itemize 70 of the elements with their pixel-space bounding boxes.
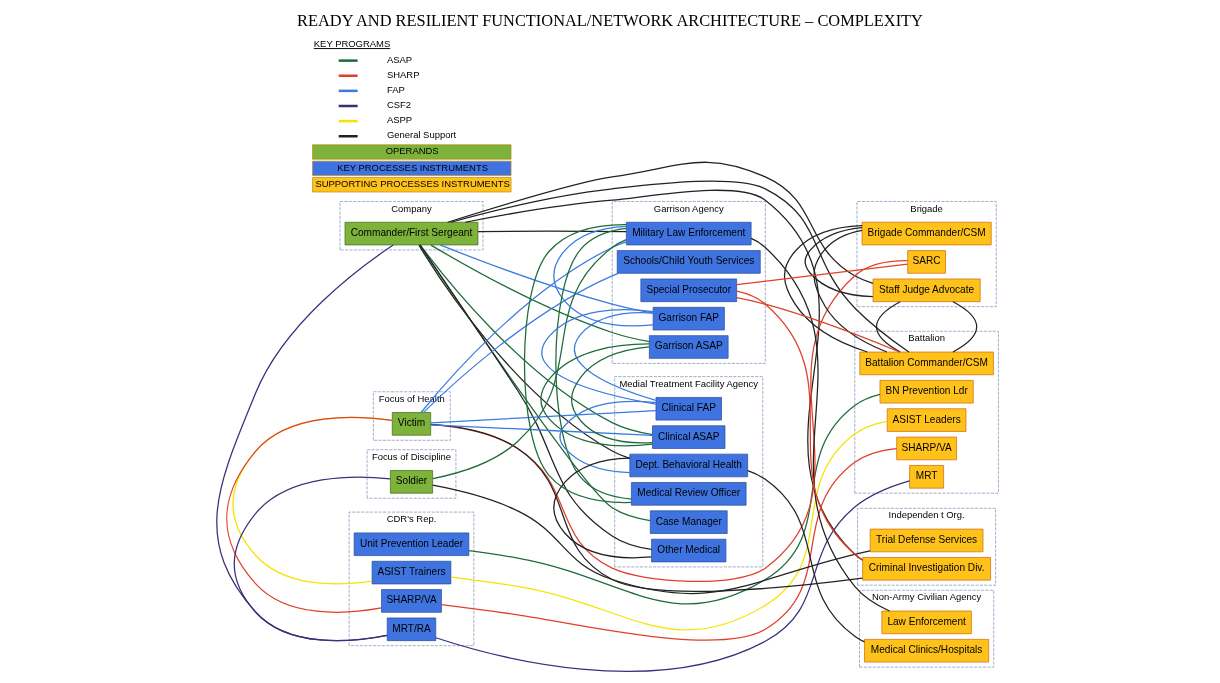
connector bbox=[804, 227, 874, 298]
label: KEY PROGRAMS bbox=[313, 38, 391, 50]
node-box: Medical Clinics/Hospitals bbox=[864, 639, 990, 663]
diagram-title: READY AND RESILIENT FUNCTIONAL/NETWORK ARCHITECTURE – COMPLEXITY bbox=[297, 11, 923, 31]
node-box: Garrison FAP bbox=[652, 306, 725, 331]
connector bbox=[750, 237, 891, 612]
node-box: BN Prevention Ldr bbox=[879, 380, 974, 404]
node-box: Military Law Enforcement bbox=[626, 221, 752, 246]
node-box: SHARP/VA bbox=[381, 589, 442, 613]
node-box: ASIST Leaders bbox=[886, 408, 967, 432]
node-box: ASIST Trainers bbox=[371, 560, 452, 585]
node-box: Schools/Child Youth Services bbox=[616, 250, 761, 274]
connector bbox=[553, 457, 652, 559]
legend-label: KEY PROCESSES INSTRUMENTS bbox=[337, 161, 488, 173]
connector bbox=[422, 272, 620, 413]
node-box: Special Prosecutor bbox=[640, 278, 737, 303]
connector bbox=[468, 393, 881, 605]
connector bbox=[233, 476, 391, 642]
node-box: Law Enforcement bbox=[881, 610, 972, 635]
node-box: Clinical ASAP bbox=[652, 425, 726, 449]
node-box: Trial Defense Services bbox=[869, 528, 984, 553]
connector bbox=[447, 161, 874, 285]
connector bbox=[736, 297, 901, 353]
node-box: Criminal Investigation Div. bbox=[862, 557, 991, 581]
legend-label: SHARP bbox=[386, 68, 420, 80]
connector bbox=[540, 343, 654, 447]
connector bbox=[450, 180, 910, 353]
node-box: MRT/RA bbox=[386, 617, 437, 642]
connector bbox=[432, 239, 627, 480]
node-box: SARC bbox=[907, 250, 946, 274]
connector bbox=[419, 244, 653, 436]
connector bbox=[783, 225, 888, 353]
legend-label: ASAP bbox=[386, 53, 413, 65]
legend-label: ASPP bbox=[386, 114, 413, 126]
connector bbox=[430, 260, 909, 582]
node-box: Dept. Behavioral Health bbox=[629, 453, 749, 478]
connector bbox=[523, 223, 632, 504]
node-box: Garrison ASAP bbox=[649, 335, 729, 359]
legend-label: FAP bbox=[386, 84, 405, 96]
node-box: Clinical FAP bbox=[655, 397, 722, 421]
legend-label: CSF2 bbox=[386, 99, 412, 111]
legend-label: SUPPORTING PROCESSES INSTRUMENTS bbox=[315, 177, 510, 189]
legend-label: General Support bbox=[386, 129, 457, 141]
connector bbox=[541, 309, 657, 405]
connector bbox=[553, 225, 654, 327]
node-box: SHARP/VA bbox=[896, 436, 957, 461]
node-box: Battalion Commander/CSM bbox=[859, 351, 994, 376]
node-box: Medical Review Officer bbox=[631, 482, 747, 506]
node-box: Victim bbox=[391, 412, 432, 436]
connector bbox=[736, 290, 864, 561]
connector bbox=[477, 230, 627, 233]
connector bbox=[430, 244, 650, 343]
node-box: Other Medical bbox=[651, 538, 727, 563]
connector bbox=[420, 241, 627, 414]
connector bbox=[747, 470, 866, 643]
node-box: MRT bbox=[909, 465, 944, 489]
connector bbox=[875, 301, 978, 353]
connector bbox=[559, 400, 657, 474]
node-box: Staff Judge Advocate bbox=[872, 278, 981, 303]
legend-label: OPERANDS bbox=[385, 145, 439, 157]
connector bbox=[430, 424, 654, 437]
node-box: Unit Prevention Leader bbox=[353, 532, 470, 556]
connector bbox=[440, 447, 898, 641]
node-box: Soldier bbox=[390, 470, 433, 494]
connector bbox=[450, 420, 888, 631]
node-box: Case Manager bbox=[649, 510, 728, 534]
node-box: Commander/First Sergeant bbox=[344, 221, 479, 246]
connector bbox=[736, 263, 909, 286]
connector bbox=[430, 409, 657, 424]
node-box: Brigade Commander/CSM bbox=[861, 221, 992, 246]
